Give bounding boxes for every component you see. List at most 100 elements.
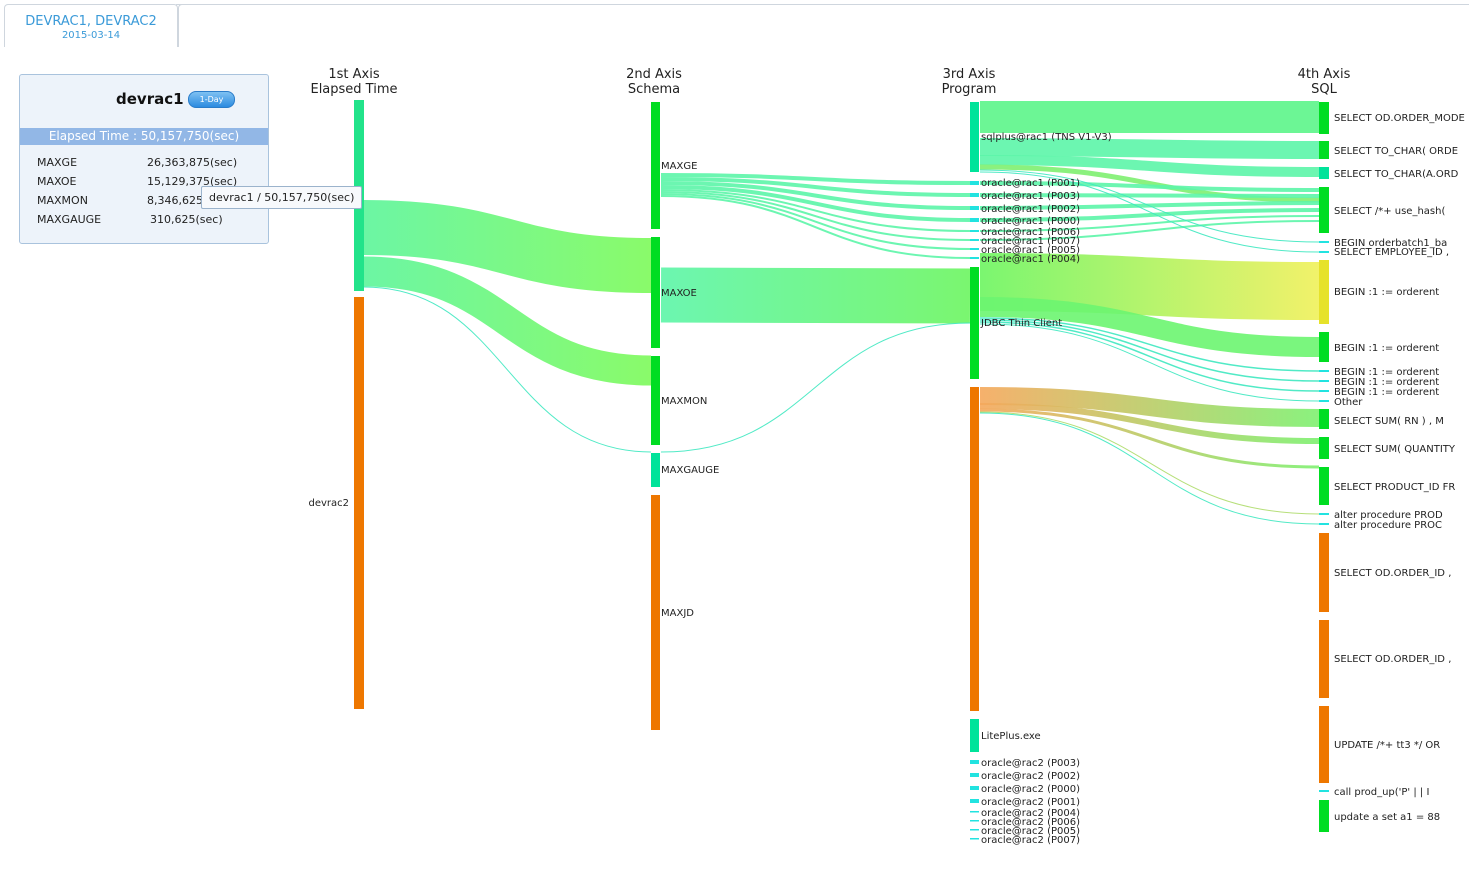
tab-bar: DEVRAC1, DEVRAC2 2015-03-14	[0, 0, 1469, 47]
node-label-sql: SELECT TO_CHAR( ORDE	[1334, 146, 1458, 157]
tab-content-area	[178, 4, 1468, 47]
node-oracle-rac1	[970, 218, 979, 222]
link-orange-sum-qty	[979, 403, 1320, 444]
link-jdbc-begin-3	[979, 317, 1320, 372]
node-sql	[1319, 141, 1329, 159]
schema-row: MAXGAUGE 310,625(sec)	[37, 213, 223, 226]
axis4-title-line1: 4th Axis	[1298, 67, 1351, 82]
tab-devrac[interactable]: DEVRAC1, DEVRAC2 2015-03-14	[4, 4, 178, 47]
node-label-maxoe: MAXOE	[661, 288, 697, 299]
node-label-sql: BEGIN orderbatch1_ba	[1334, 238, 1447, 249]
link-maxge-oracle-p001	[660, 173, 971, 185]
node-label-sql: alter procedure PROD	[1334, 510, 1443, 521]
link-oracle-usehash-5	[979, 215, 1320, 232]
node-label-program: oracle@rac2 (P001)	[981, 797, 1080, 808]
link-maxge-oracle-p002	[660, 181, 971, 210]
schema-row: MAXGE 26,363,875(sec)	[37, 156, 237, 169]
node-sql	[1319, 437, 1329, 459]
node-sql	[1319, 102, 1329, 134]
tab-date: 2015-03-14	[61, 30, 121, 41]
node-sql	[1319, 523, 1329, 525]
hover-tooltip: devrac1 / 50,157,750(sec)	[201, 186, 363, 209]
node-oracle-rac2	[970, 799, 979, 803]
node-oracle-rac2	[970, 838, 979, 840]
link-maxge-oracle-p004	[660, 195, 971, 259]
node-oracle-rac2	[970, 811, 979, 813]
node-label-program: oracle@rac1 (P006)	[981, 227, 1080, 238]
sankey-nodes	[354, 100, 1329, 840]
node-label-maxmon: MAXMON	[661, 396, 707, 407]
link-sqlplus-sel-usehash	[979, 164, 1320, 203]
link-sqlplus-sel-tochar-a	[979, 155, 1320, 177]
node-sql	[1319, 332, 1329, 362]
node-jdbc	[970, 267, 979, 379]
node-oracle-rac1	[970, 257, 979, 259]
node-label-program: oracle@rac2 (P007)	[981, 835, 1080, 846]
link-oracle-usehash-4	[979, 208, 1320, 222]
node-oracle-rac2	[970, 820, 979, 822]
node-label-program: JDBC Thin Client	[980, 318, 1062, 329]
schema-value: 15,129,375(sec)	[147, 175, 238, 188]
node-sql	[1319, 167, 1329, 179]
node-label-program: oracle@rac2 (P006)	[981, 817, 1080, 828]
node-label-program: oracle@rac1 (P007)	[981, 236, 1080, 247]
axis3-title-line1: 3rd Axis	[943, 67, 996, 82]
period-badge[interactable]: 1-Day	[188, 91, 235, 108]
axis4-title-line2: SQL	[1311, 82, 1337, 97]
link-maxge-oracle-p006	[660, 189, 971, 232]
schema-name: MAXOE	[37, 175, 77, 188]
node-sql	[1319, 409, 1329, 429]
link-maxoe-jdbc	[660, 267, 971, 324]
link-jdbc-begin-4	[979, 319, 1320, 382]
node-label-sql: BEGIN :1 := orderent	[1334, 287, 1439, 298]
link-oracle-usehash-1	[979, 181, 1320, 192]
node-label-sql: alter procedure PROC	[1334, 520, 1442, 531]
tab-title: DEVRAC1, DEVRAC2	[25, 14, 157, 29]
node-sql	[1319, 390, 1329, 392]
node-sql	[1319, 251, 1329, 253]
schema-name: MAXMON	[37, 194, 88, 207]
node-label-maxjd: MAXJD	[661, 608, 694, 619]
node-oracle-rac1	[970, 248, 979, 250]
link-devrac1-maxmon	[363, 256, 652, 386]
node-sql	[1319, 467, 1329, 505]
link-maxge-oracle-p003	[660, 177, 971, 197]
node-maxge	[651, 102, 660, 229]
node-label-program: LitePlus.exe	[981, 731, 1041, 742]
node-label-program: oracle@rac2 (P005)	[981, 826, 1080, 837]
link-oracle-usehash-2	[979, 193, 1320, 198]
node-label-maxge: MAXGE	[661, 161, 697, 172]
node-devrac2	[354, 297, 364, 709]
link-jdbc-begin-1	[979, 253, 1320, 320]
node-label-sql: SELECT /*+ use_hash(	[1334, 206, 1445, 217]
node-label-sql: SELECT SUM( QUANTITY	[1334, 444, 1456, 455]
link-maxge-oracle-p000	[660, 185, 971, 222]
node-sql	[1319, 513, 1329, 515]
node-label-sql: SELECT PRODUCT_ID FR	[1334, 482, 1455, 493]
node-oracle-rac2	[970, 773, 979, 777]
node-label-sql: SELECT OD.ORDER_ID ,	[1334, 568, 1451, 579]
node-label-sql: SELECT EMPLOYEE_ID ,	[1334, 247, 1449, 258]
link-jdbc-begin-5	[979, 321, 1320, 392]
schema-value: 26,363,875(sec)	[147, 156, 238, 169]
node-sqlplus	[970, 102, 979, 172]
link-jdbc-begin-2	[979, 297, 1320, 357]
node-label-sql: SELECT TO_CHAR(A.ORD	[1334, 169, 1459, 180]
node-liteplus	[970, 719, 979, 752]
link-sqlplus-orderbatch	[979, 169, 1320, 243]
node-label-program: oracle@rac2 (P004)	[981, 808, 1080, 819]
node-sql	[1319, 800, 1329, 832]
schema-row: MAXOE 15,129,375(sec)	[37, 175, 237, 188]
node-label-sql: SELECT SUM( RN ) , M	[1334, 416, 1444, 427]
link-jdbc-other	[979, 323, 1320, 402]
link-orange-sum-rn	[979, 387, 1320, 427]
node-label-program: sqlplus@rac1 (TNS V1-V3)	[981, 132, 1112, 143]
node-label-sql: BEGIN :1 := orderent	[1334, 377, 1439, 388]
node-label-devrac2: devrac2	[308, 498, 349, 509]
schema-value: 310,625(sec)	[150, 213, 223, 226]
node-maxgauge	[651, 453, 660, 487]
node-oracle-rac1	[970, 239, 979, 241]
node-label-program: oracle@rac2 (P002)	[981, 771, 1080, 782]
info-panel: devrac1 1-Day Elapsed Time : 50,157,750(…	[19, 74, 269, 244]
